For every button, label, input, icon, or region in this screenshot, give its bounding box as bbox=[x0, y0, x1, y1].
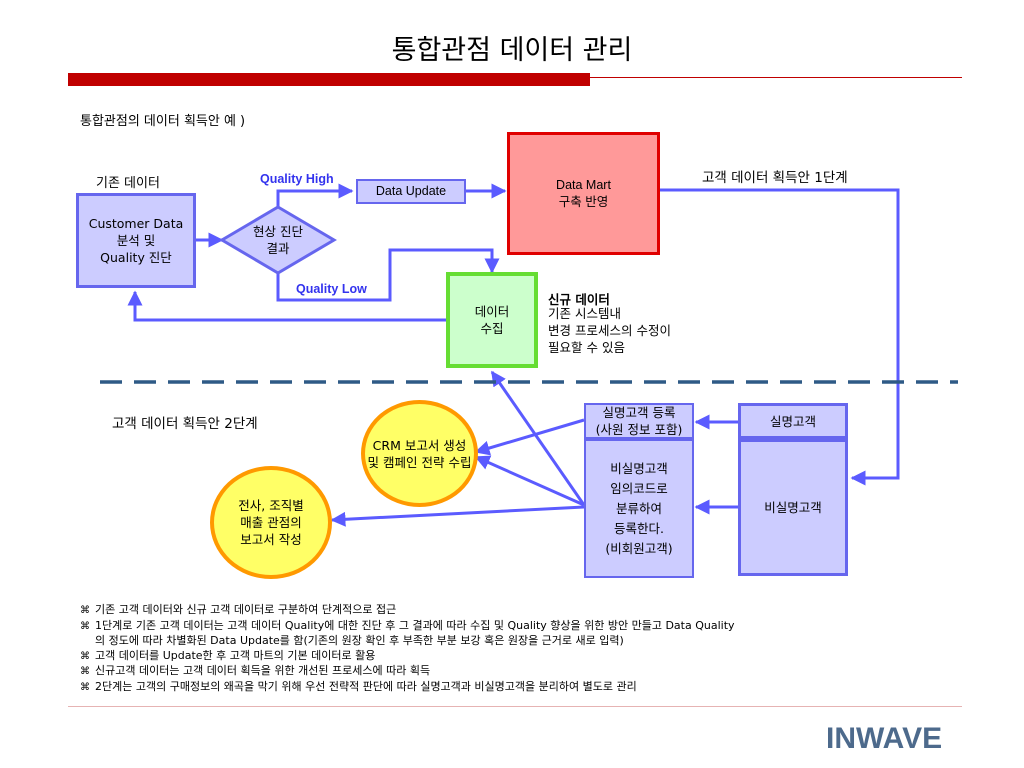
arrow-reg-to-crm bbox=[474, 418, 585, 456]
arrow-nonreg-to-report bbox=[330, 505, 585, 527]
arrow-diagnosis-to-collect bbox=[276, 248, 500, 302]
nonregistered-customer-box: 비실명고객 bbox=[738, 439, 848, 576]
square-bullet-icon: ⌘ bbox=[80, 621, 90, 632]
stage1-label: 고객 데이터 획득안 1단계 bbox=[702, 170, 848, 186]
new-data-title: 신규 데이터 bbox=[548, 292, 610, 307]
data-mart-box: Data Mart 구축 반영 bbox=[507, 132, 660, 255]
registered-customer-box: 실명고객 bbox=[738, 403, 848, 439]
footer-divider bbox=[68, 706, 962, 707]
note-item: ⌘기존 고객 데이터와 신규 고객 데이터로 구분하여 단계적으로 접근 bbox=[80, 603, 397, 616]
report-circle: 전사, 조직별 매출 관점의 보고서 작성 bbox=[210, 466, 332, 579]
note-item-continued: 의 정도에 따라 차별화된 Data Update를 함(기존의 원장 확인 후… bbox=[95, 634, 624, 647]
crm-circle: CRM 보고서 생성 및 캠페인 전략 수립 bbox=[361, 400, 478, 507]
arrow-collect-to-customer bbox=[127, 290, 446, 322]
stage2-label: 고객 데이터 획득안 2단계 bbox=[112, 416, 258, 432]
page-title: 통합관점 데이터 관리 bbox=[391, 35, 633, 66]
quality-low-label: Quality Low bbox=[296, 282, 367, 296]
square-bullet-icon: ⌘ bbox=[80, 666, 90, 677]
arrow-nonreg-to-crm bbox=[474, 455, 585, 507]
inwave-logo: INWAVE bbox=[826, 722, 943, 755]
note-item: ⌘고객 데이터를 Update한 후 고객 마트의 기본 데이터로 활용 bbox=[80, 649, 376, 662]
note-item: ⌘1단계로 기존 고객 데이터는 고객 데이터 Quality에 대한 진단 후… bbox=[80, 619, 735, 632]
diagnosis-label: 현상 진단 결과 bbox=[253, 224, 303, 256]
arrow-mart-to-nonregistered bbox=[660, 188, 900, 486]
registered-customer-registration-box: 실명고객 등록 (사원 정보 포함) bbox=[584, 403, 694, 439]
data-collect-box: 데이터 수집 bbox=[446, 272, 538, 368]
square-bullet-icon: ⌘ bbox=[80, 682, 90, 693]
data-update-box: Data Update bbox=[356, 179, 466, 204]
title-underline-bar bbox=[68, 73, 590, 86]
section-subtitle: 통합관점의 데이터 획득안 예 ) bbox=[80, 114, 246, 129]
new-data-description: 기존 시스템내 변경 프로세스의 수정이 필요할 수 있음 bbox=[548, 306, 671, 355]
note-item: ⌘신규고객 데이터는 고객 데이터 획득을 위한 개선된 프로세스에 따라 획득 bbox=[80, 664, 431, 677]
nonregistered-customer-registration-box: 비실명고객 임의코드로 분류하여 등록한다. (비회원고객) bbox=[584, 439, 694, 578]
note-item: ⌘2단계는 고객의 구매정보의 왜곡을 막기 위해 우선 전략적 판단에 따라 … bbox=[80, 680, 637, 693]
diagnosis-diamond bbox=[219, 205, 337, 275]
customer-data-box: Customer Data 분석 및 Quality 진단 bbox=[76, 193, 196, 288]
arrow-diagnosis-to-update bbox=[276, 183, 354, 210]
arrow-nonreg-to-collect bbox=[490, 370, 586, 506]
square-bullet-icon: ⌘ bbox=[80, 605, 90, 616]
title-underline-line bbox=[590, 77, 962, 78]
existing-data-label: 기존 데이터 bbox=[96, 176, 160, 191]
square-bullet-icon: ⌘ bbox=[80, 651, 90, 662]
quality-high-label: Quality High bbox=[260, 172, 334, 186]
